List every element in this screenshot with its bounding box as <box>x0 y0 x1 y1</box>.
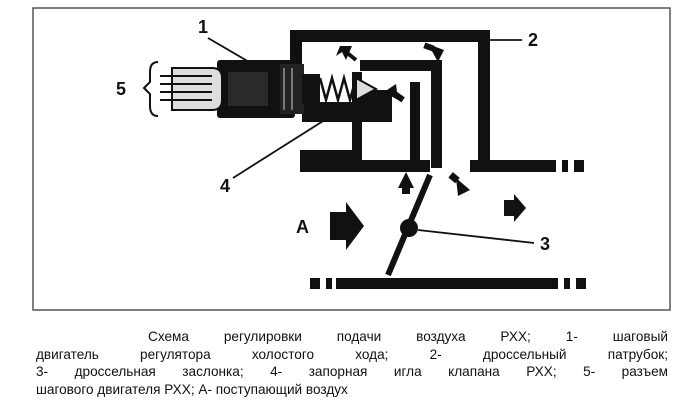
iac-diagram: 1 2 3 4 5 A <box>32 7 671 311</box>
label-2: 2 <box>528 30 538 50</box>
label-4: 4 <box>220 176 230 196</box>
throttle-body-walls <box>290 30 490 172</box>
throttle-valve <box>385 173 433 277</box>
frame-border <box>32 7 671 311</box>
caption-line-4: шагового двигателя РХХ; А- поступающий в… <box>36 381 348 397</box>
motor-connector <box>142 61 223 117</box>
bypass-flow-arrows <box>336 42 470 196</box>
label-5: 5 <box>116 79 126 99</box>
label-1: 1 <box>198 17 208 37</box>
caption-line-2: двигатель регулятора холостого хода; 2- … <box>36 346 668 362</box>
label-a: A <box>296 217 309 237</box>
main-pipe-bottom-wall <box>310 278 586 289</box>
valve-needle <box>318 73 379 105</box>
leader-1 <box>207 37 257 67</box>
label-3: 3 <box>540 234 550 254</box>
caption-line-3: 3- дроссельная заслонка; 4- запорная игл… <box>36 364 668 379</box>
leader-3 <box>417 229 535 244</box>
leader-lines <box>207 37 535 244</box>
stepper-motor <box>217 60 320 118</box>
main-pipe-top-wall <box>310 160 584 172</box>
figure-caption: Схема регулировки подачи воздуха РХХ; 1-… <box>36 328 668 398</box>
caption-line-1: Схема регулировки подачи воздуха РХХ; 1-… <box>148 329 668 344</box>
main-flow-arrows <box>330 194 526 250</box>
leader-4 <box>232 103 351 179</box>
